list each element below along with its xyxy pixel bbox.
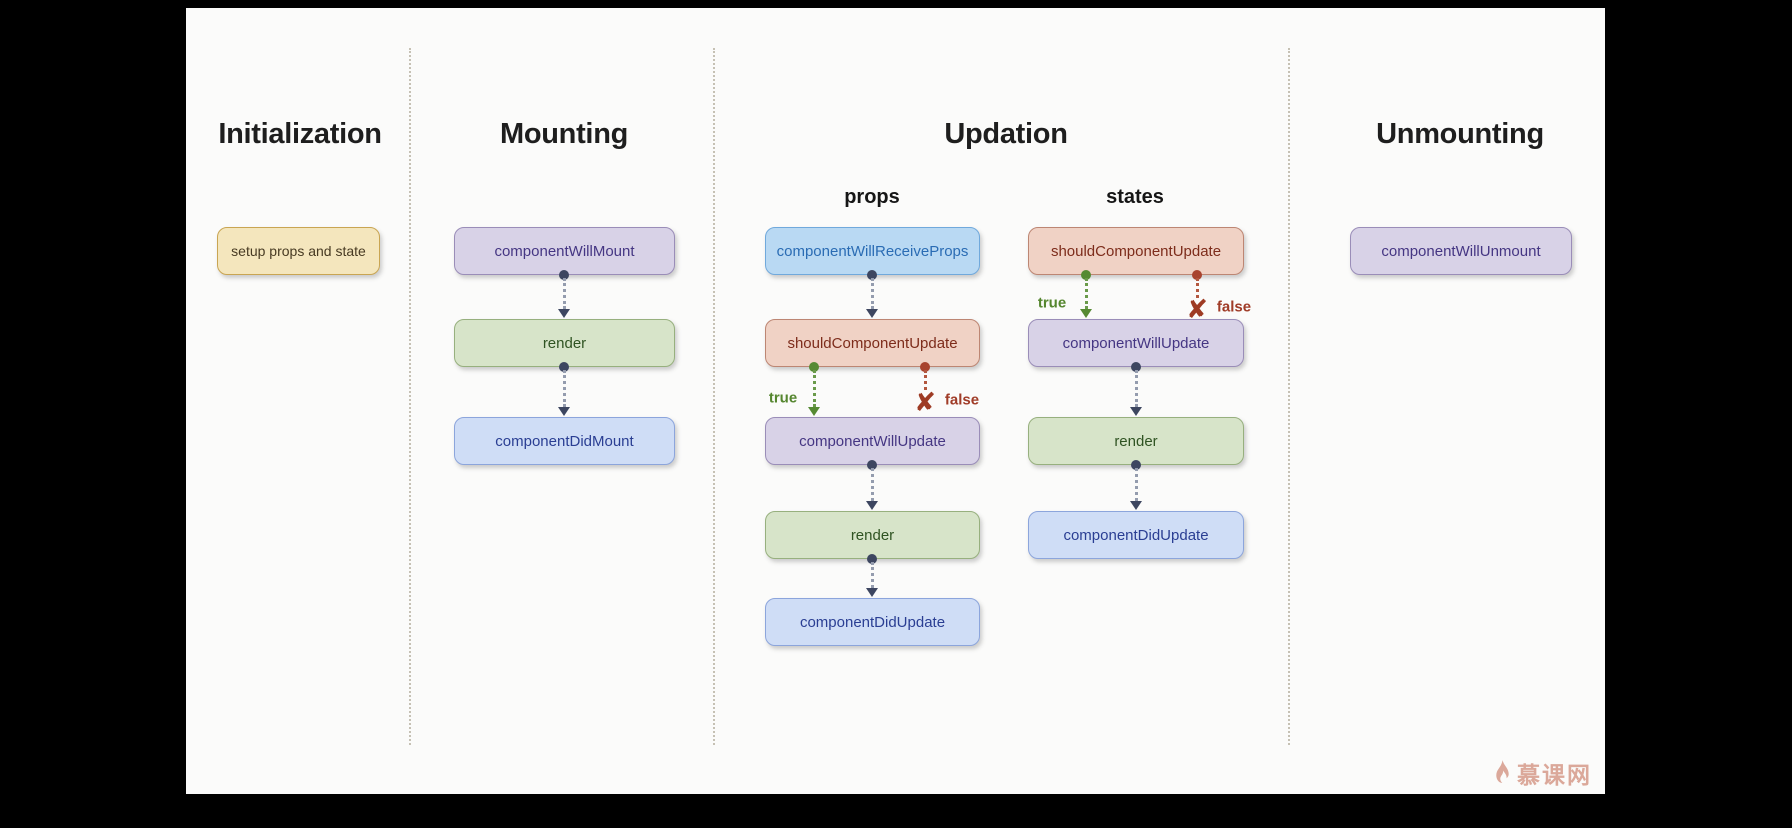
flow-line — [1134, 370, 1138, 407]
flow-dot — [867, 270, 877, 280]
watermark-text: 慕课网 — [1517, 762, 1592, 788]
flow-dot — [1131, 460, 1141, 470]
flow-dot — [559, 270, 569, 280]
flow-dot — [867, 460, 877, 470]
arrow-down-icon — [808, 407, 820, 416]
watermark: 慕课网 — [1492, 756, 1592, 790]
x-icon: ✘ — [1186, 295, 1208, 325]
node-props-should-component-update: shouldComponentUpdate — [765, 319, 980, 367]
phase-title-updation: Updation — [944, 118, 1068, 150]
node-component-will-receive-props: componentWillReceiveProps — [765, 227, 980, 275]
arrow-down-icon — [866, 501, 878, 510]
subcolumn-label-props: props — [844, 186, 900, 208]
x-icon: ✘ — [914, 388, 936, 418]
node-states-component-did-update: componentDidUpdate — [1028, 511, 1244, 559]
phase-title-mounting: Mounting — [499, 118, 629, 150]
flow-line-false — [1195, 278, 1199, 298]
phase-divider — [713, 48, 715, 745]
node-states-component-will-update: componentWillUpdate — [1028, 319, 1244, 367]
flow-line — [870, 468, 874, 501]
arrow-down-icon — [866, 588, 878, 597]
flame-icon — [1496, 759, 1509, 783]
arrow-down-icon — [866, 309, 878, 318]
subcolumn-label-states: states — [1106, 186, 1164, 208]
node-props-component-did-update: componentDidUpdate — [765, 598, 980, 646]
flow-line — [1134, 468, 1138, 501]
flow-line — [562, 278, 566, 309]
phase-title-initialization: Initialization — [218, 118, 382, 150]
node-props-render: render — [765, 511, 980, 559]
branch-true-label: true — [1037, 294, 1067, 312]
arrow-down-icon — [1130, 407, 1142, 416]
arrow-down-icon — [1130, 501, 1142, 510]
phase-divider — [1288, 48, 1290, 745]
flow-line-true — [1084, 278, 1088, 309]
flow-line-true — [812, 370, 816, 407]
branch-false-label: false — [1216, 298, 1252, 316]
node-props-component-will-update: componentWillUpdate — [765, 417, 980, 465]
flow-line-false — [923, 370, 927, 390]
node-mounting-render: render — [454, 319, 675, 367]
node-states-should-component-update: shouldComponentUpdate — [1028, 227, 1244, 275]
flow-dot — [1131, 362, 1141, 372]
phase-divider — [409, 48, 411, 745]
node-setup-props-and-state: setup props and state — [217, 227, 380, 275]
flow-line — [870, 562, 874, 588]
flow-dot-false — [1192, 270, 1202, 280]
flow-dot — [559, 362, 569, 372]
node-component-will-unmount: componentWillUnmount — [1350, 227, 1572, 275]
branch-false-label: false — [944, 391, 980, 409]
flow-line — [870, 278, 874, 309]
node-component-will-mount: componentWillMount — [454, 227, 675, 275]
branch-true-label: true — [768, 389, 798, 407]
arrow-down-icon — [558, 309, 570, 318]
flow-dot-false — [920, 362, 930, 372]
arrow-down-icon — [558, 407, 570, 416]
flow-line — [562, 370, 566, 407]
slide: Initialization Mounting Updation Unmount… — [186, 8, 1605, 794]
arrow-down-icon — [1080, 309, 1092, 318]
phase-title-unmounting: Unmounting — [1376, 118, 1544, 150]
flow-dot-true — [809, 362, 819, 372]
node-component-did-mount: componentDidMount — [454, 417, 675, 465]
flow-dot — [867, 554, 877, 564]
node-states-render: render — [1028, 417, 1244, 465]
flow-dot-true — [1081, 270, 1091, 280]
